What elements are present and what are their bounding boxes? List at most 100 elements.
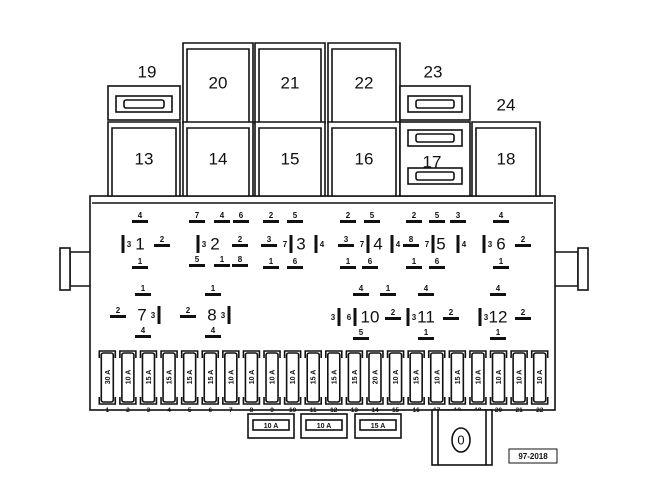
position-23-fuse-holder: 23 (399, 63, 471, 121)
fuse-rating: 15 A (311, 370, 318, 385)
fuse-number: 5 (188, 407, 192, 414)
svg-text:4: 4 (220, 211, 225, 220)
spare-fuse-rating: 10 A (264, 423, 279, 430)
relay-label: 22 (355, 74, 374, 93)
fuse-number: 22 (536, 407, 544, 414)
svg-text:2: 2 (449, 308, 454, 317)
relay-pin-4: 4 (490, 284, 506, 296)
svg-text:3: 3 (331, 313, 336, 322)
relay-pin-2: 2 (443, 308, 459, 320)
fuse-rating: 30 A (105, 370, 112, 385)
svg-text:4: 4 (138, 211, 143, 220)
svg-text:3: 3 (344, 235, 349, 244)
relay-pin-4: 4 (456, 235, 467, 253)
fuse-number: 12 (330, 407, 338, 414)
fuse-number: 4 (167, 407, 171, 414)
position-label: 17 (423, 153, 442, 172)
relay-pin-4: 4 (214, 211, 230, 223)
svg-text:8: 8 (238, 255, 243, 264)
fuse-rating: 15 A (455, 370, 462, 385)
svg-text:2: 2 (346, 211, 351, 220)
spare-fuse-3: 15 A (354, 413, 402, 439)
relay-pin-7: 7 (425, 235, 435, 253)
svg-text:5: 5 (359, 328, 364, 337)
connector: 0 (431, 409, 493, 466)
spare-fuse-1: 10 A (247, 413, 295, 439)
fuse-number: 11 (310, 407, 317, 414)
svg-text:2: 2 (116, 306, 121, 315)
relay-socket-10: 10 4 1 3 6 2 5 (331, 284, 401, 340)
fuse-rating: 15 A (208, 370, 215, 385)
relay-pin-3: 3 (338, 235, 354, 247)
relay-pin-3: 3 (196, 235, 207, 253)
svg-text:4: 4 (499, 211, 504, 220)
svg-text:1: 1 (412, 257, 417, 266)
position-label: 24 (497, 96, 516, 115)
diagram-code: 97-2018 (508, 448, 558, 464)
fuse-17: 10 A17 (427, 350, 446, 414)
fuse-6: 15 A6 (201, 350, 220, 414)
fuse-number: 3 (147, 407, 151, 414)
relay-pin-3: 3 (406, 308, 417, 326)
svg-text:2: 2 (412, 211, 417, 220)
relay-pin-3: 3 (151, 306, 161, 324)
fuse-rating: 10 A (290, 370, 297, 385)
relay-pin-2: 2 (340, 211, 356, 223)
relay-pin-4: 4 (135, 326, 151, 338)
fuse-22: 10 A22 (530, 350, 549, 414)
relay-pin-1: 1 (135, 284, 151, 296)
svg-text:2: 2 (521, 235, 526, 244)
fuse-number: 15 (392, 407, 400, 414)
fuse-18: 15 A18 (448, 350, 467, 414)
relay-pin-4: 4 (353, 284, 369, 296)
fuse-rating: 10 A (393, 370, 400, 385)
fuse-rating: 10 A (496, 370, 503, 385)
svg-text:4: 4 (496, 284, 501, 293)
relay-pin-3: 3 (121, 235, 132, 253)
svg-text:1: 1 (211, 284, 216, 293)
fuse-3: 15 A3 (139, 350, 158, 414)
fuse-number: 1 (105, 407, 109, 414)
svg-text:2: 2 (160, 235, 165, 244)
fuse-number: 16 (413, 407, 421, 414)
relay-pin-2: 2 (110, 306, 126, 318)
svg-text:3: 3 (484, 313, 489, 322)
relay-pin-8: 8 (403, 235, 419, 247)
fuse-rating: 10 A (249, 370, 256, 385)
fuse-number: 7 (229, 407, 233, 414)
relay-pin-1: 1 (132, 257, 148, 269)
svg-text:5: 5 (370, 211, 375, 220)
relay-pin-4: 4 (493, 211, 509, 223)
svg-text:2: 2 (391, 308, 396, 317)
left-mount-tab (59, 247, 92, 291)
fuse-10: 10 A10 (283, 350, 302, 414)
svg-text:4: 4 (424, 284, 429, 293)
relay-pin-6: 6 (347, 308, 357, 326)
relay-pin-1: 1 (406, 257, 422, 269)
svg-text:4: 4 (359, 284, 364, 293)
fuse-box-body (89, 195, 556, 411)
fuse-rating: 15 A (352, 370, 359, 385)
svg-text:1: 1 (220, 255, 225, 264)
svg-text:1: 1 (386, 284, 391, 293)
fuse-5: 15 A5 (180, 350, 199, 414)
relay-pin-2: 2 (180, 306, 196, 318)
relay-number: 8 (207, 306, 216, 325)
svg-text:1: 1 (496, 328, 501, 337)
relay-label: 15 (281, 150, 300, 169)
relay-pin-6: 6 (287, 257, 303, 269)
relay-pin-2: 2 (385, 308, 401, 320)
relay-pin-1: 1 (214, 255, 230, 267)
relay-number: 10 (361, 308, 380, 327)
svg-text:4: 4 (462, 240, 467, 249)
relay-pin-5: 5 (189, 255, 205, 267)
relay-pin-8: 8 (232, 255, 248, 267)
relay-pin-1: 1 (490, 328, 506, 340)
svg-text:3: 3 (412, 313, 417, 322)
fuse-20: 10 A20 (489, 350, 508, 414)
